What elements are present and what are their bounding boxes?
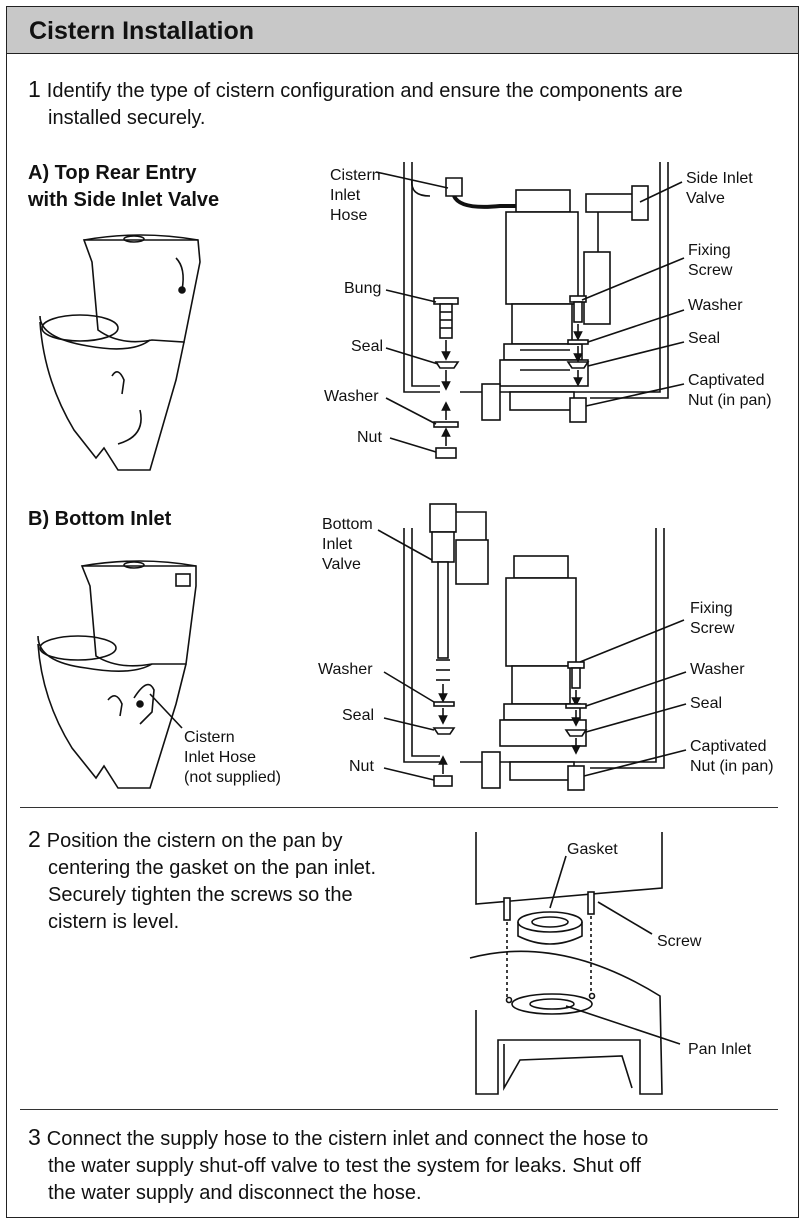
- step-2-line-3: Securely tighten the screws so the: [48, 884, 353, 906]
- toilet-b-illustration: [37, 560, 197, 789]
- label-a-cistern-inlet-hose-line-1: Cistern: [330, 167, 381, 184]
- label-a-seal-left: Seal: [351, 338, 384, 355]
- step-1-line-2: installed securely.: [48, 107, 206, 129]
- label-b-seal-right: Seal: [690, 695, 723, 712]
- label-a-captivated-nut-line-1: Captivated: [688, 372, 765, 389]
- step-3-number: 3: [28, 1124, 41, 1150]
- label-a-nut: Nut: [357, 429, 382, 446]
- toilet-a-illustration: [39, 234, 201, 471]
- title-bar: Cistern Installation: [6, 6, 799, 54]
- label-b-fixing-screw: Fixing Screw: [690, 599, 734, 639]
- diagram-b-illustration: [149, 503, 687, 791]
- label-b-captivated-nut: Captivated Nut (in pan): [690, 737, 774, 777]
- label-b-cistern-inlet-hose-line-2: Inlet Hose: [184, 749, 257, 766]
- step-3-line-1: Connect the supply hose to the cistern i…: [46, 1128, 649, 1150]
- label-b-bottom-inlet-valve-line-2: Inlet: [322, 536, 353, 553]
- label-b-washer-left: Washer: [318, 661, 373, 678]
- label-b-nut: Nut: [349, 758, 374, 775]
- label-b-bottom-inlet-valve-line-1: Bottom: [322, 516, 373, 533]
- divider-2: [20, 1109, 778, 1110]
- step-2-illustration: [469, 832, 681, 1095]
- step-2-number: 2: [28, 826, 41, 852]
- label-a-captivated-nut: Captivated Nut (in pan): [688, 371, 772, 411]
- label-a-side-inlet-valve-line-2: Valve: [686, 190, 725, 207]
- label-a-washer-right: Washer: [688, 297, 743, 314]
- label-a-fixing-screw-line-1: Fixing: [688, 242, 731, 259]
- label-a-captivated-nut-line-2: Nut (in pan): [688, 392, 772, 409]
- step-1-line-1: Identify the type of cistern configurati…: [46, 80, 683, 102]
- label-screw: Screw: [657, 933, 702, 950]
- label-a-cistern-inlet-hose-line-2: Inlet: [330, 187, 361, 204]
- label-a-side-inlet-valve: Side Inlet Valve: [686, 169, 753, 209]
- config-a-heading: A) Top Rear Entry with Side Inlet Valve: [28, 160, 219, 214]
- config-a-heading-line-1: A) Top Rear Entry: [28, 162, 197, 184]
- step-1-number: 1: [28, 76, 41, 102]
- label-b-cistern-inlet-hose-line-3: (not supplied): [184, 769, 281, 786]
- label-a-fixing-screw-line-2: Screw: [688, 262, 733, 279]
- label-pan-inlet: Pan Inlet: [688, 1041, 752, 1058]
- label-b-bottom-inlet-valve: Bottom Inlet Valve: [322, 515, 373, 575]
- label-a-bung: Bung: [344, 280, 382, 297]
- label-b-bottom-inlet-valve-line-3: Valve: [322, 556, 361, 573]
- diagram-a-illustration: [375, 162, 685, 459]
- label-b-cistern-inlet-hose: Cistern Inlet Hose (not supplied): [184, 728, 281, 788]
- label-b-fixing-screw-line-2: Screw: [690, 620, 735, 637]
- label-a-side-inlet-valve-line-1: Side Inlet: [686, 170, 753, 187]
- label-a-cistern-inlet-hose-line-3: Hose: [330, 207, 368, 224]
- config-b-heading: B) Bottom Inlet: [28, 508, 172, 530]
- step-2-line-4: cistern is level.: [48, 911, 180, 933]
- label-b-seal-left: Seal: [342, 707, 375, 724]
- step-3-line-2: the water supply shut-off valve to test …: [48, 1155, 641, 1177]
- page-title: Cistern Installation: [29, 17, 255, 45]
- step-2-line-1: Position the cistern on the pan by: [46, 830, 343, 852]
- step-2-line-2: centering the gasket on the pan inlet.: [48, 857, 377, 879]
- label-a-washer-left: Washer: [324, 388, 379, 405]
- label-gasket: Gasket: [567, 841, 618, 858]
- label-b-captivated-nut-line-1: Captivated: [690, 738, 767, 755]
- label-b-fixing-screw-line-1: Fixing: [690, 600, 733, 617]
- divider-1: [20, 807, 778, 808]
- label-a-fixing-screw: Fixing Screw: [688, 241, 732, 281]
- label-a-seal-right: Seal: [688, 330, 721, 347]
- label-b-cistern-inlet-hose-line-1: Cistern: [184, 729, 235, 746]
- config-a-heading-line-2: with Side Inlet Valve: [28, 189, 220, 211]
- label-b-washer-right: Washer: [690, 661, 745, 678]
- label-b-captivated-nut-line-2: Nut (in pan): [690, 758, 774, 775]
- step-3-line-3: the water supply and disconnect the hose…: [48, 1182, 422, 1204]
- label-a-cistern-inlet-hose: Cistern Inlet Hose: [330, 166, 381, 226]
